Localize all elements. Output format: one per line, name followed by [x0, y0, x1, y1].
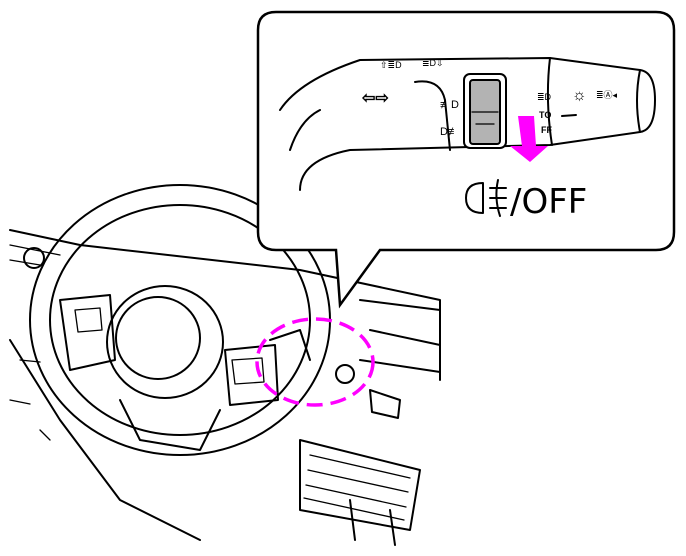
high-beam-flash-icon: ⇧≣D — [380, 60, 402, 70]
high-beam-icon: ≣D⇩ — [422, 58, 444, 68]
parking-light-icon: ☼ — [572, 87, 587, 104]
fog-off-label: /OFF — [465, 179, 587, 222]
steering-wheel — [29, 184, 331, 456]
off-text: /OFF — [510, 182, 587, 222]
off-label-partial: FF — [541, 125, 552, 135]
combination-switch-lever: ⇦⇨ ≢D D≢ ⇧≣D ≣D⇩ ≣D TO FF ☼ ≣Ⓐ◂ — [279, 57, 656, 191]
headlight-icon: ≣D — [537, 92, 552, 102]
highlight-circle — [255, 317, 375, 407]
auto-label-partial: TO — [539, 110, 551, 120]
front-fog-light-icon: ≢D — [440, 99, 459, 111]
auto-high-beam-icon: ≣Ⓐ◂ — [596, 90, 618, 100]
callout-bubble — [256, 10, 676, 309]
down-arrow-icon — [510, 116, 548, 162]
turn-signal-arrows-icon: ⇦⇨ — [361, 90, 389, 107]
rear-fog-light-icon — [465, 179, 507, 217]
rear-fog-light-icon: D≢ — [440, 126, 459, 138]
